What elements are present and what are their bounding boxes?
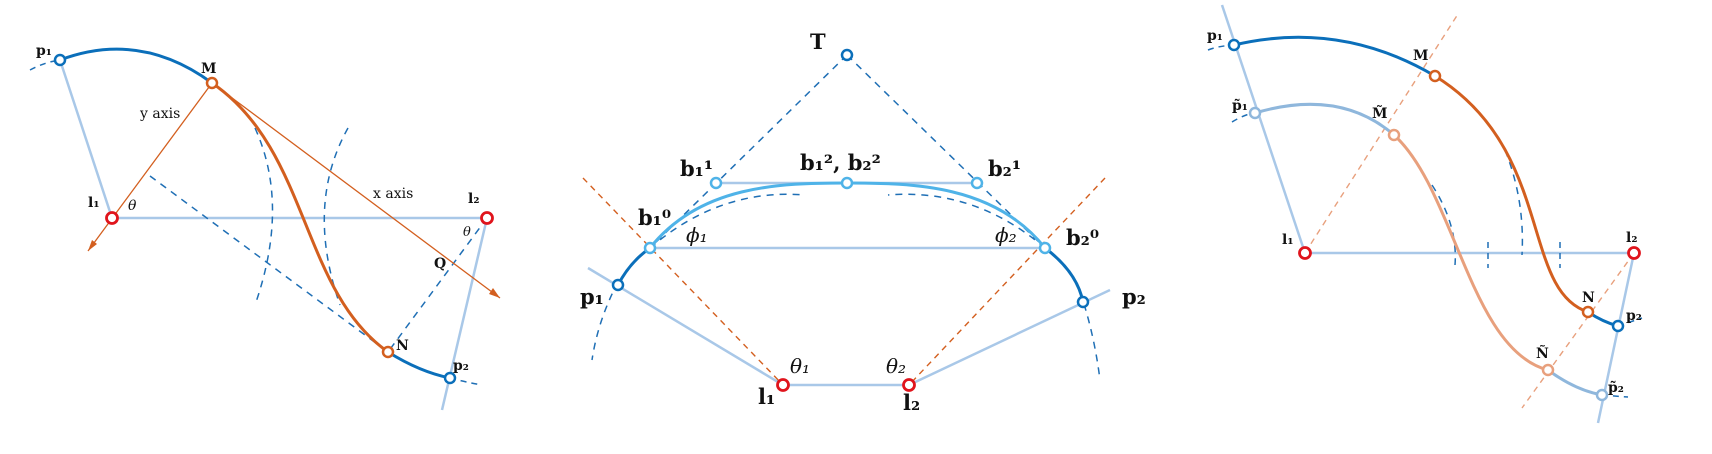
- label-phi1: ϕ₁: [686, 223, 708, 247]
- label-phi2: ϕ₂: [995, 223, 1017, 247]
- right-arc-extension: [1083, 303, 1101, 381]
- dashed-q-line: [387, 217, 488, 353]
- orange-dashed-top: [1304, 13, 1459, 254]
- node-p1-tilde: [1248, 106, 1262, 120]
- node-n: [1581, 305, 1595, 319]
- panel-1: p₁ M y axis l₁ θ x axis l₂ θ Q N p₂: [29, 43, 501, 411]
- label-n-tilde: Ñ: [1536, 343, 1549, 362]
- label-l1: l₁: [758, 384, 775, 409]
- label-m: M: [1413, 48, 1429, 64]
- arc-p1-b10: [616, 246, 651, 286]
- label-theta2: θ₂: [886, 354, 906, 378]
- node-m: [205, 76, 219, 90]
- arc-p1-m: [1233, 35, 1436, 78]
- label-l2: l₂: [468, 191, 479, 207]
- label-l1: l₁: [1282, 232, 1293, 248]
- label-theta-right: θ: [463, 225, 471, 240]
- m-circle-arc: [1431, 184, 1457, 266]
- arc-b20-p2: [1044, 246, 1085, 303]
- label-p2-tilde: p̃₂: [1608, 379, 1624, 396]
- arc-n-p2: [387, 350, 451, 380]
- label-p2: p₂: [1626, 308, 1642, 324]
- label-q: Q: [434, 256, 446, 272]
- label-b10: b₁⁰: [638, 205, 671, 230]
- label-p1-tilde: p̃₁: [1232, 97, 1248, 114]
- m-tilde-circle-arc: [1504, 149, 1524, 256]
- node-b11: [709, 176, 723, 190]
- label-b20: b₂⁰: [1066, 225, 1099, 250]
- p1-dashed-extension: [29, 59, 61, 71]
- node-l2: [902, 378, 916, 392]
- panel-3: p₁ M p̃₁ M̃ l₁ l₂ N p₂ Ñ p̃₂: [1207, 4, 1643, 424]
- left-arc-extension: [591, 281, 619, 361]
- label-t: T: [810, 29, 826, 54]
- node-p1: [53, 53, 67, 67]
- left-inner-arc: [649, 193, 806, 249]
- label-p2: p₂: [1122, 284, 1146, 309]
- label-p2: p₂: [453, 358, 469, 374]
- label-theta-left: θ: [128, 198, 137, 214]
- orange-dashed-bottom: [1521, 252, 1635, 409]
- normal-left: [582, 177, 784, 386]
- node-m-tilde: [1387, 128, 1401, 142]
- l2-p2-line: [908, 288, 1111, 387]
- label-p1: p₁: [36, 43, 52, 59]
- arc-p1-m: [59, 47, 213, 85]
- label-m: M: [201, 61, 217, 77]
- node-l2: [1627, 246, 1641, 260]
- node-l1: [105, 211, 119, 225]
- label-m-tilde: M̃: [1372, 104, 1388, 122]
- panel-2: T b₁¹ b₁², b₂² b₂¹ b₁⁰ ϕ₁ ϕ₂ b₂⁰ p₁ p₂ θ…: [580, 29, 1146, 415]
- label-p1: p₁: [580, 284, 604, 309]
- n-circle-arc: [323, 127, 349, 306]
- transition-curve: [1434, 74, 1589, 314]
- offset-transition-curve: [1392, 133, 1549, 372]
- label-l2: l₂: [1626, 230, 1637, 246]
- node-b21: [970, 176, 984, 190]
- node-p2: [443, 371, 457, 385]
- node-m: [1428, 69, 1442, 83]
- tangent-left: [649, 54, 848, 249]
- m-circle-arc: [254, 127, 274, 306]
- normal-right: [908, 177, 1106, 386]
- node-n-tilde: [1541, 363, 1555, 377]
- p1-l1-line: [58, 59, 114, 219]
- node-p1: [611, 278, 625, 292]
- bezier-curve: [648, 181, 1047, 249]
- x-axis-arrowhead: [489, 288, 500, 298]
- node-l1: [776, 378, 790, 392]
- dashed-diagonal: [149, 175, 389, 353]
- node-b20: [1038, 241, 1052, 255]
- node-l2: [480, 211, 494, 225]
- arc-ntilde-p2tilde: [1547, 368, 1603, 397]
- node-p2: [1611, 319, 1625, 333]
- label-x-axis: x axis: [373, 186, 413, 202]
- node-l1: [1298, 246, 1312, 260]
- arc-p1tilde-mtilde: [1254, 102, 1395, 137]
- label-p1: p₁: [1207, 28, 1223, 44]
- node-p1: [1227, 38, 1241, 52]
- label-b21: b₂¹: [988, 156, 1021, 181]
- right-inner-arc: [887, 193, 1046, 249]
- label-n: N: [396, 338, 409, 354]
- transition-curve: [211, 81, 389, 354]
- node-n: [381, 345, 395, 359]
- label-theta1: θ₁: [790, 354, 810, 378]
- label-l1: l₁: [88, 195, 99, 211]
- node-b12-b22: [840, 176, 854, 190]
- label-n: N: [1582, 290, 1595, 306]
- node-p2-tilde: [1595, 388, 1609, 402]
- label-b12-b22: b₁², b₂²: [800, 150, 881, 175]
- node-t: [840, 48, 854, 62]
- node-b10: [643, 241, 657, 255]
- node-p2: [1076, 295, 1090, 309]
- label-l2: l₂: [903, 390, 920, 415]
- label-b11: b₁¹: [680, 156, 713, 181]
- label-y-axis: y axis: [139, 106, 180, 122]
- x-axis-arrow: [211, 82, 501, 299]
- y-axis-arrowhead: [88, 240, 97, 251]
